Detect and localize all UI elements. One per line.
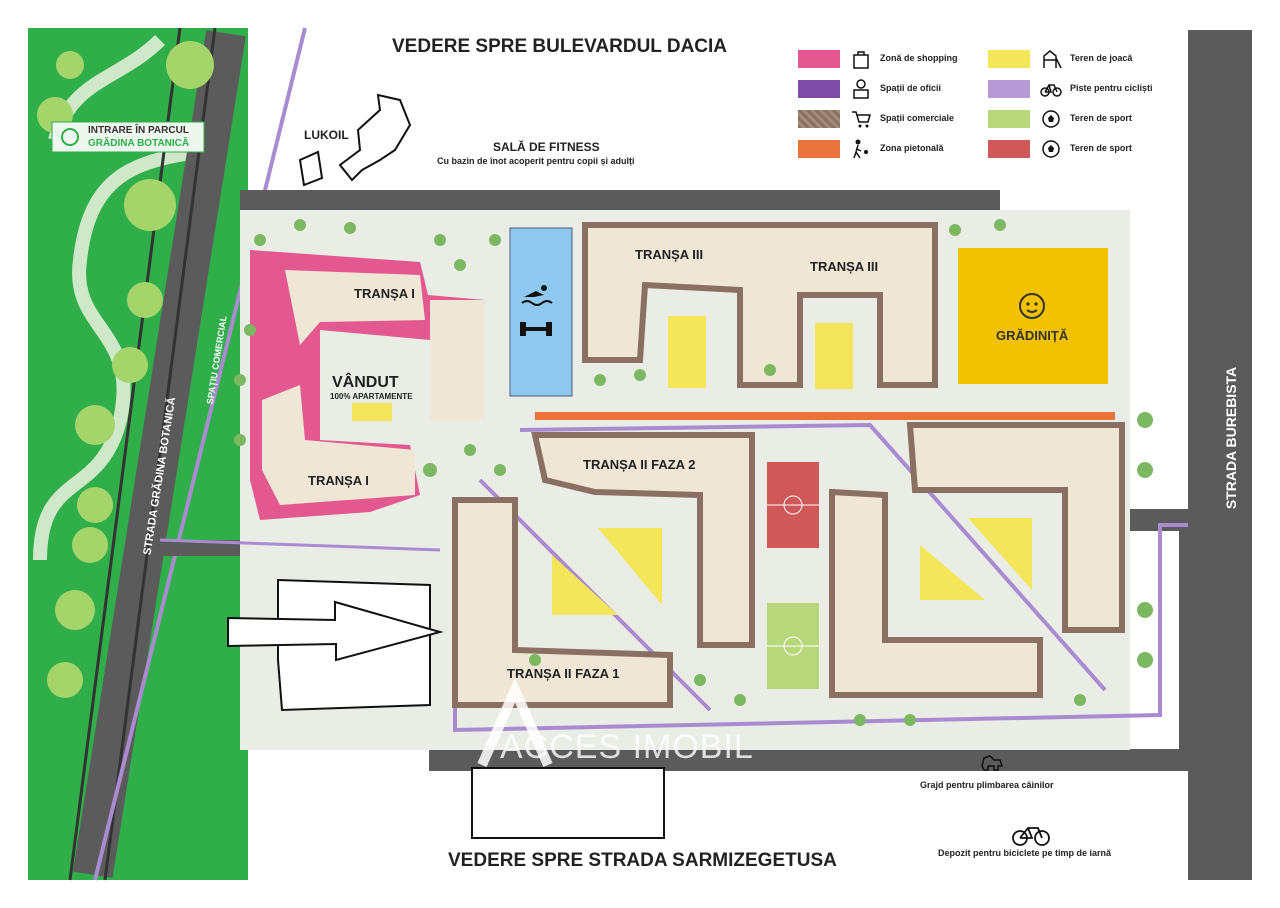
legend-item: Teren de sport	[988, 110, 1178, 128]
legend: Zonă de shopping Spații de oficii Spații…	[798, 50, 1178, 170]
football-icon	[1042, 110, 1060, 128]
legend-swatch	[798, 140, 840, 158]
building-label-transa-ii-faza-1: TRANȘA II FAZA 1	[507, 666, 620, 681]
football-icon	[1042, 140, 1060, 158]
building-southeast-block	[829, 488, 1043, 698]
building-label-transa-ii-faza-2: TRANȘA II FAZA 2	[583, 457, 696, 472]
legend-item: Spații comerciale	[798, 110, 988, 128]
lot-outline-south	[471, 767, 665, 839]
building-transa-iii	[582, 222, 938, 388]
legend-label: Teren de sport	[1070, 143, 1132, 153]
fitness-title: SALĂ DE FITNESS	[493, 140, 600, 154]
legend-swatch	[988, 140, 1030, 158]
building-transa-ii-faza-2	[531, 432, 755, 648]
north-title: VEDERE SPRE BULEVARDUL DACIA	[392, 36, 728, 57]
legend-swatch	[988, 80, 1030, 98]
legend-label: Teren de sport	[1070, 113, 1132, 123]
building-label-transa-iii-right: TRANȘA III	[810, 259, 879, 274]
fitness-pool	[509, 227, 573, 397]
legend-swatch	[798, 50, 840, 68]
legend-label: Spații comerciale	[880, 113, 955, 123]
office-worker-icon	[853, 79, 869, 99]
pedestrian-icon	[853, 139, 868, 159]
legend-label: Zonă de shopping	[880, 53, 958, 63]
legend-swatch	[798, 80, 840, 98]
legend-label: Piste pentru cicliști	[1070, 83, 1153, 93]
dumbbell-icon	[520, 322, 552, 336]
legend-label: Teren de joacă	[1070, 53, 1133, 63]
arrow-pointer	[227, 600, 444, 662]
playgrounds	[352, 316, 1032, 615]
building-outline-north	[338, 93, 412, 182]
fitness-subtitle: Cu bazin de înot acoperit pentru copii ș…	[437, 156, 635, 166]
kindergarten-label: GRĂDINIȚĂ	[996, 328, 1069, 343]
legend-item: Piste pentru cicliști	[988, 80, 1178, 98]
legend-item: Teren de joacă	[988, 50, 1178, 69]
kindergarten-building	[958, 248, 1108, 384]
building-east-block	[906, 422, 1125, 633]
legend-swatch	[988, 110, 1030, 128]
park-sign-line1: INTRARE ÎN PARCUL	[88, 125, 189, 136]
sold-subtitle: 100% APARTAMENTE	[330, 392, 413, 401]
legend-label: Spații de oficii	[880, 83, 942, 93]
lukoil-outline	[298, 150, 324, 187]
building-label-transa-i-top: TRANȘA I	[354, 286, 415, 301]
pedestrian-zone	[535, 412, 1115, 420]
legend-label: Zona pietonală	[880, 143, 944, 153]
street-east-label: STRADA BUREBISTA	[1223, 366, 1240, 510]
south-title: VEDERE SPRE STRADA SARMIZEGETUSA	[448, 850, 837, 871]
lukoil-label: LUKOIL	[304, 128, 349, 142]
building-label-transa-iii-left: TRANȘA III	[635, 247, 704, 262]
bike-storage-label: Depozit pentru biciclete pe timp de iarn…	[938, 848, 1112, 858]
child-face-icon	[1019, 293, 1045, 319]
legend-item: Zona pietonală	[798, 139, 988, 159]
dog-icon	[981, 755, 1004, 771]
legend-item: Spații de oficii	[798, 79, 988, 99]
trees	[37, 41, 1153, 726]
legend-item: Zonă de shopping	[798, 50, 988, 69]
legend-item: Teren de sport	[988, 140, 1178, 158]
building-transa-ii-faza-1	[452, 497, 673, 708]
playground-icon	[1043, 50, 1062, 69]
legend-swatch	[988, 50, 1030, 68]
watermark-a	[477, 677, 553, 768]
shopping-bag-icon	[853, 51, 869, 69]
park-sign-line2: GRĂDINA BOTANICĂ	[88, 138, 190, 149]
shopping-cart-icon	[852, 111, 871, 128]
swimmer-icon	[521, 285, 553, 306]
bicycle-icon	[1040, 84, 1062, 97]
legend-swatch	[798, 110, 840, 128]
watermark: ACCES IMOBIL	[500, 728, 754, 766]
bicycle-storage-icon	[1012, 827, 1050, 846]
dog-park-label: Grajd pentru plimbarea câinilor	[920, 780, 1054, 790]
building-label-transa-i-bottom: TRANȘA I	[308, 473, 369, 488]
sold-title: VÂNDUT	[332, 374, 399, 391]
